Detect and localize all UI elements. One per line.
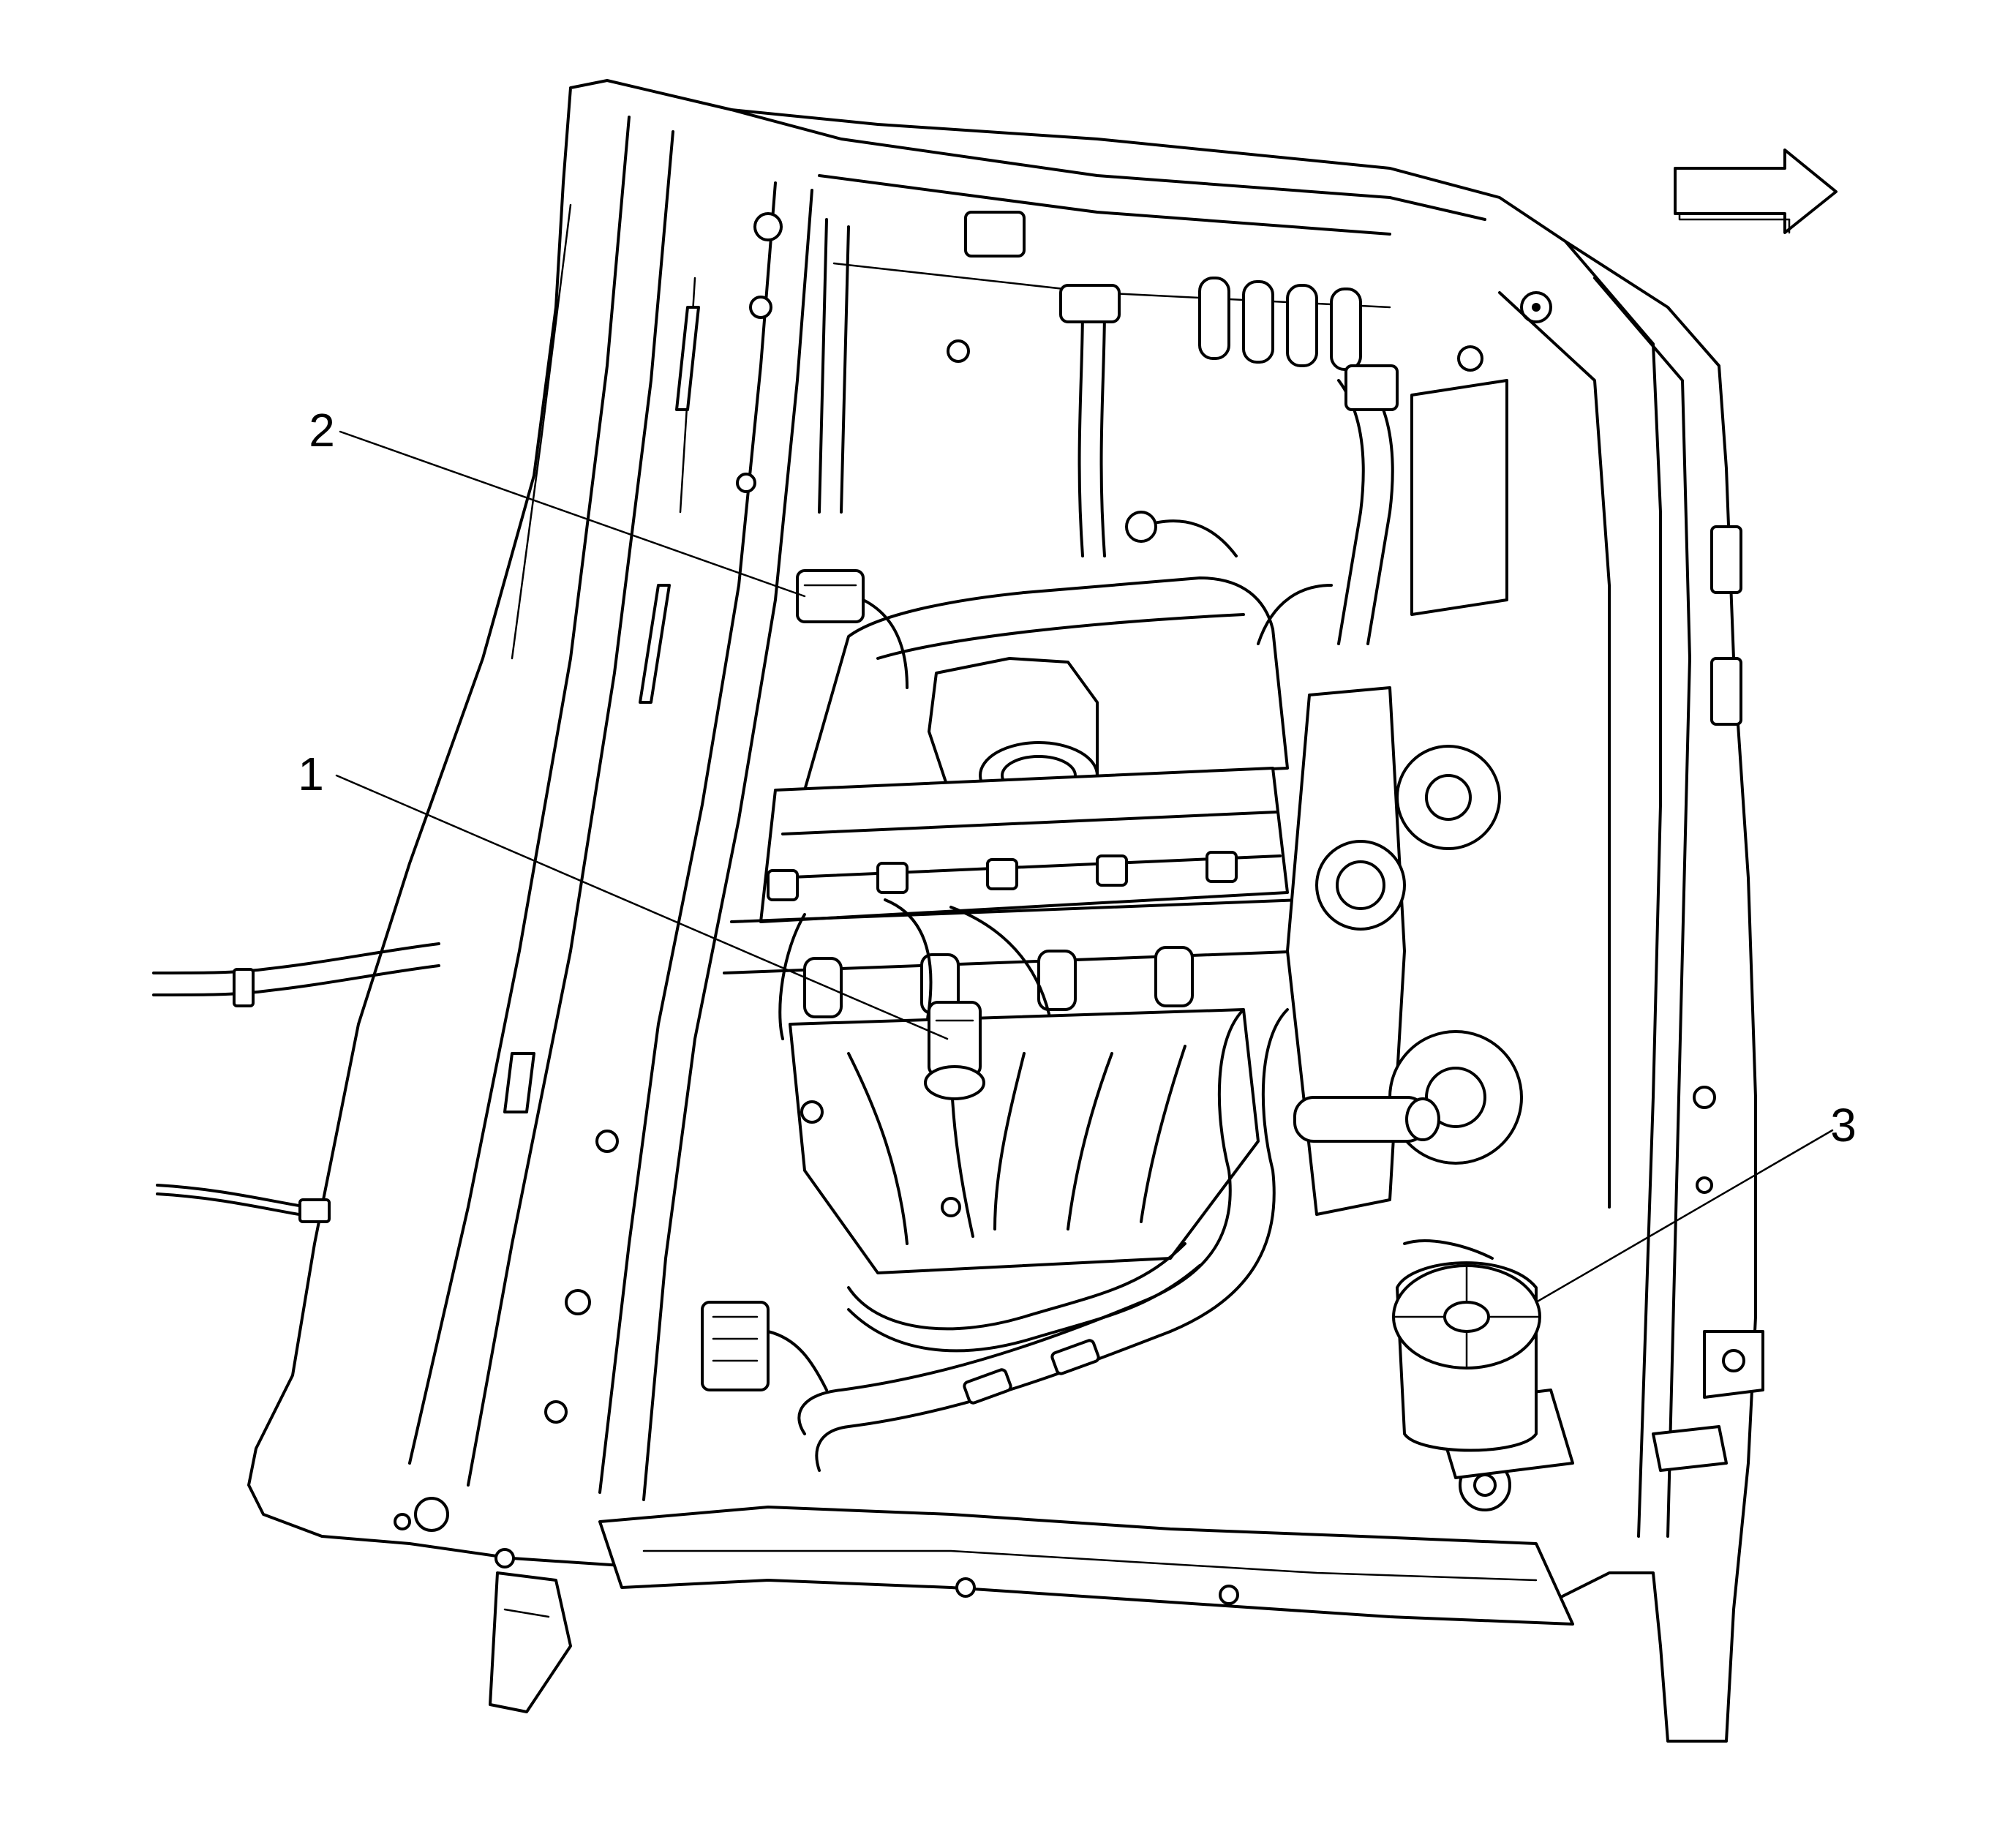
right-frame-rail xyxy=(1498,240,1764,1538)
front-crossmember xyxy=(598,1389,1574,1626)
engine xyxy=(701,511,1523,1472)
ignition-coil-connector xyxy=(924,1001,985,1100)
intake-manifold xyxy=(789,1008,1260,1274)
external-hoses xyxy=(152,942,440,1223)
callout-1: 1 xyxy=(298,748,324,800)
callout-3: 3 xyxy=(1830,1099,1857,1151)
callout-labels: 1 2 3 xyxy=(298,404,1857,1151)
leader-line-1 xyxy=(335,774,949,1040)
intake-sensor-connector xyxy=(796,569,909,689)
callout-2: 2 xyxy=(309,404,335,456)
leader-line-3 xyxy=(1535,1129,1834,1304)
callout-leaders xyxy=(335,430,1834,1304)
leader-line-2 xyxy=(339,430,806,598)
right-arrow-icon xyxy=(1674,149,1838,234)
spark-plug-wells xyxy=(803,946,1194,1018)
firewall-cowl xyxy=(730,108,1552,645)
direction-arrow xyxy=(1674,149,1838,234)
coolant-reservoir xyxy=(1392,1239,1541,1452)
coolant-reservoir-cap xyxy=(1392,1264,1541,1370)
